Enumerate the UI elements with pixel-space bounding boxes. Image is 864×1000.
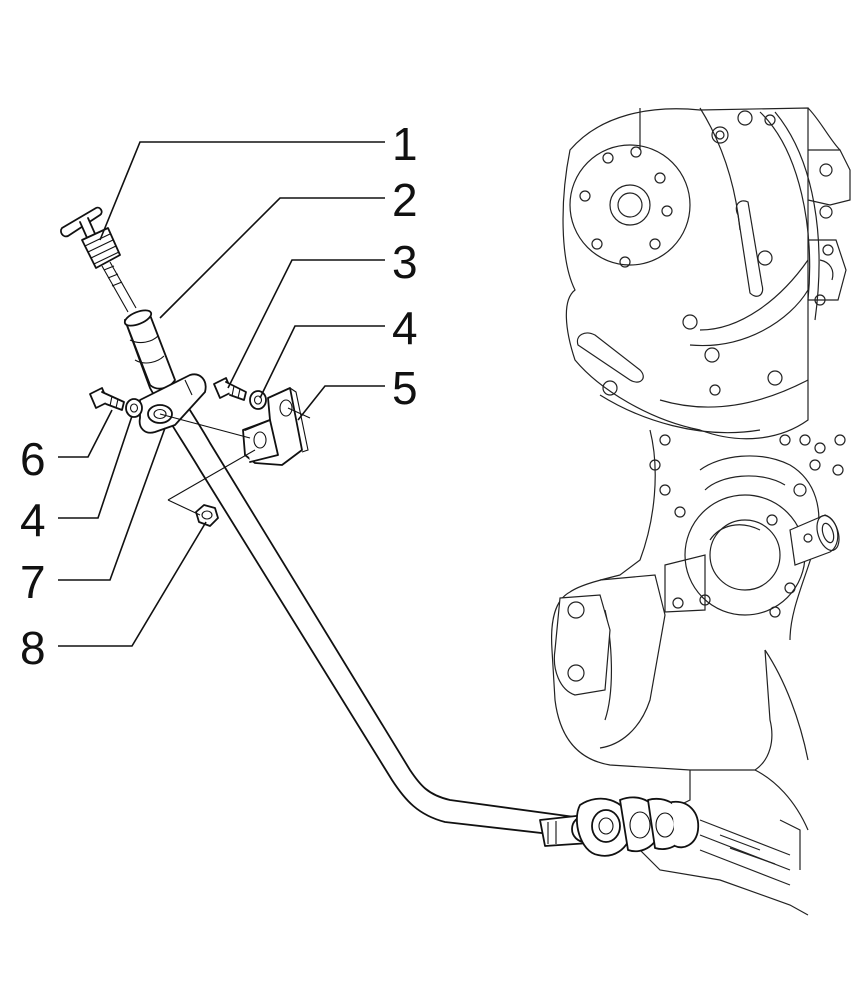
callout-3: 3 [392, 236, 418, 288]
assembly-guide-lines [159, 407, 311, 516]
leader-4b [58, 415, 133, 519]
bracket-part-5 [242, 387, 309, 466]
leader-3 [227, 259, 385, 389]
callout-8: 8 [20, 622, 46, 674]
washer-part-4-top [249, 390, 267, 410]
engine-block [550, 107, 851, 916]
leader-1 [99, 141, 385, 241]
leader-6 [58, 409, 113, 458]
dipstick-tube-assembly [123, 309, 700, 857]
leader-lines [58, 141, 385, 647]
callout-5: 5 [392, 362, 418, 414]
leader-7 [58, 427, 166, 581]
bolt-part-3 [213, 377, 247, 401]
leader-2 [159, 197, 385, 319]
callout-4-top: 4 [392, 302, 418, 354]
callout-labels: 1 2 3 4 5 6 4 7 8 [20, 118, 418, 674]
callout-7: 7 [20, 556, 46, 608]
callout-6: 6 [20, 433, 46, 485]
nut-part-8 [195, 504, 219, 527]
bolt-part-6 [89, 387, 125, 411]
callout-2: 2 [392, 174, 418, 226]
callout-1: 1 [392, 118, 418, 170]
callout-4-left: 4 [20, 494, 46, 546]
leader-4a [259, 325, 385, 399]
dipstick-part [60, 206, 137, 313]
leader-8 [58, 521, 207, 647]
leader-5 [297, 385, 385, 421]
washer-part-4-left [125, 398, 143, 418]
